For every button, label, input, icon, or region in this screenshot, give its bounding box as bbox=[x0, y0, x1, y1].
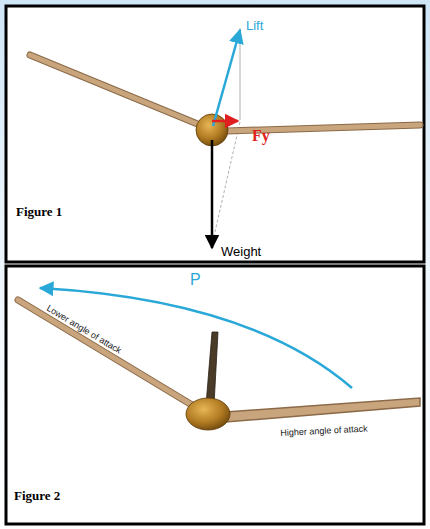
wing-edge bbox=[30, 55, 200, 125]
left-wing bbox=[18, 300, 192, 405]
force-label: Fy bbox=[252, 126, 270, 145]
construction-line bbox=[240, 28, 241, 120]
lift-vector bbox=[213, 30, 240, 126]
figure-panel bbox=[6, 266, 424, 524]
moment-label: P bbox=[190, 270, 201, 289]
body bbox=[186, 398, 230, 430]
figure-caption: Figure 1 bbox=[16, 204, 62, 220]
figure-panel bbox=[6, 6, 424, 262]
right-wing bbox=[226, 398, 420, 422]
roll-arrow bbox=[40, 288, 352, 388]
left-wing bbox=[30, 55, 200, 125]
wing-note: Lower angle of attack bbox=[44, 303, 123, 356]
weight-vector bbox=[211, 140, 214, 248]
wing-note: Higher angle of attack bbox=[280, 423, 368, 438]
tail-fin bbox=[206, 332, 218, 405]
force-label: Weight bbox=[221, 244, 261, 260]
force-label: Lift bbox=[246, 18, 263, 34]
figure-caption: Figure 2 bbox=[14, 488, 60, 504]
wing-edge bbox=[18, 300, 192, 405]
fy-vector bbox=[212, 120, 238, 123]
